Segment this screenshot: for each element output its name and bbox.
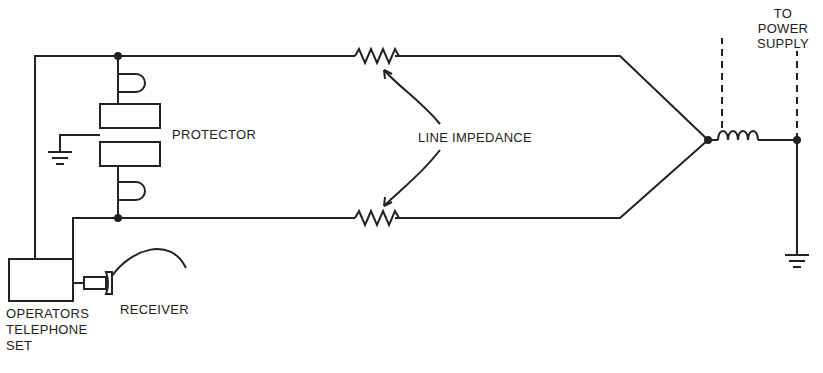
wire bbox=[117, 92, 119, 104]
part-label: RECEIVER bbox=[120, 302, 189, 317]
telephone-set-box: OPERATORS TELEPHONE SET bbox=[8, 258, 74, 302]
leader-line bbox=[384, 150, 440, 206]
wire bbox=[395, 56, 708, 140]
wire bbox=[117, 200, 119, 218]
lamp-symbol bbox=[118, 74, 145, 92]
arrowhead bbox=[384, 70, 392, 79]
arrowhead bbox=[384, 197, 392, 206]
dashed-lead bbox=[796, 38, 798, 140]
protector-block bbox=[100, 104, 160, 128]
part-label: LINE IMPEDANCE bbox=[418, 130, 532, 145]
dashed-lead bbox=[721, 38, 723, 128]
wire bbox=[708, 139, 718, 141]
wire bbox=[73, 218, 355, 258]
part-label: PROTECTOR bbox=[172, 127, 256, 142]
wire bbox=[796, 140, 798, 255]
receiver-cap bbox=[106, 272, 112, 294]
coil-symbol bbox=[718, 131, 758, 140]
resistor-symbol bbox=[355, 49, 399, 63]
supply-label: TO POWER SUPPLY bbox=[748, 6, 818, 51]
headband bbox=[112, 249, 186, 276]
ground-lead bbox=[60, 135, 100, 152]
wire bbox=[117, 166, 119, 182]
ground-symbol bbox=[48, 152, 72, 164]
wire bbox=[395, 140, 708, 218]
wire bbox=[758, 139, 797, 141]
wire bbox=[35, 56, 355, 258]
leader-line bbox=[384, 70, 440, 124]
wire bbox=[117, 56, 119, 74]
ground-symbol bbox=[785, 255, 809, 267]
receiver-cord bbox=[73, 282, 84, 284]
resistor-symbol bbox=[355, 211, 399, 225]
protector-block bbox=[100, 142, 160, 166]
lamp-symbol bbox=[118, 182, 145, 200]
receiver-handle bbox=[84, 277, 106, 289]
node-label: OPERATORS TELEPHONE SET bbox=[6, 306, 86, 354]
